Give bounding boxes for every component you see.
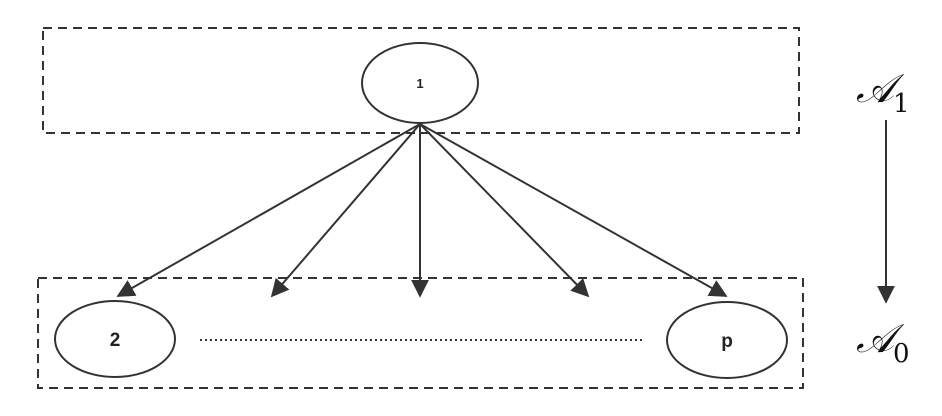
node-1-label: 1: [416, 76, 423, 91]
edge-to-node-p: [419, 123, 728, 297]
lower-layer-label: 𝒜 0: [856, 316, 910, 369]
node-p-label: p: [721, 331, 733, 352]
lower-layer-subscript: 0: [893, 339, 910, 369]
node-2: 2: [54, 300, 176, 378]
node-2-shape: [54, 300, 176, 378]
node-p: p: [666, 301, 788, 379]
edge-to-placeholder-a: [270, 123, 421, 298]
node-2-label: 2: [110, 330, 121, 351]
edge-to-node-2: [116, 123, 421, 297]
upper-layer-subscript: 1: [893, 89, 910, 119]
node-p-shape: [666, 301, 788, 379]
edges: [116, 123, 728, 298]
node-1-shape: [361, 42, 479, 124]
node-1: 1: [361, 42, 479, 124]
upper-layer-label: 𝒜 1: [856, 66, 910, 119]
edge-to-placeholder-c: [419, 123, 590, 298]
